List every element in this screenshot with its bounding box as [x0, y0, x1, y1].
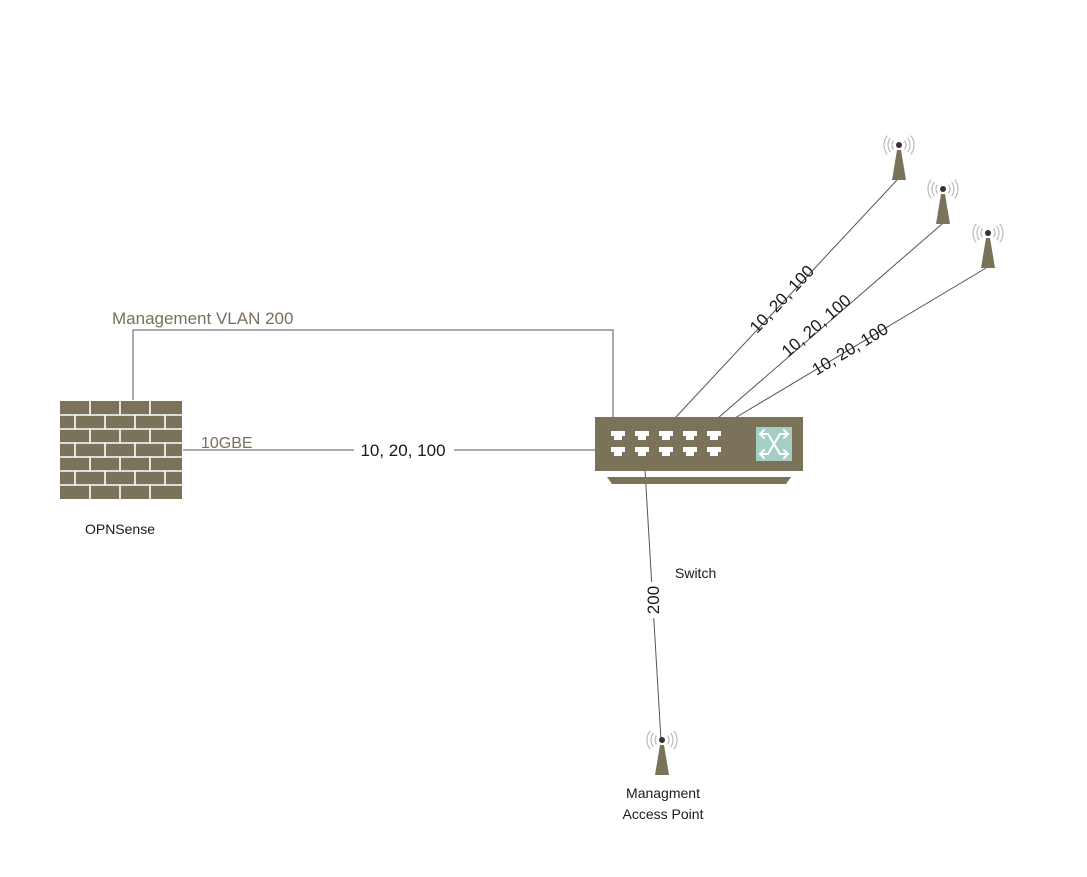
switch-icon[interactable] [595, 417, 803, 484]
mgmt-vlan-label-group: 200 [644, 582, 664, 618]
switch-port-icon [683, 431, 697, 440]
firewall-icon[interactable] [60, 401, 182, 499]
mgmt-ap-label-line2: Access Point [623, 806, 704, 822]
switch-port-icon [659, 431, 673, 440]
access-point-3-icon[interactable] [972, 223, 1004, 268]
mgmt-ap-vlan-label: 200 [644, 586, 663, 614]
mgmt-ap-label-line1: Managment [626, 785, 700, 801]
switch-name-label: Switch [675, 565, 716, 581]
switch-port-icon [635, 431, 649, 440]
management-vlan-line [132, 329, 614, 418]
management-access-point-icon[interactable] [646, 730, 678, 775]
switch-port-icon [707, 431, 721, 440]
access-point-2-icon[interactable] [927, 179, 959, 224]
switch-port-icon [611, 447, 625, 456]
ap1-line [674, 179, 898, 419]
access-point-1-icon[interactable] [883, 135, 915, 180]
ap2-line [717, 223, 943, 419]
management-vlan-label: Management VLAN 200 [112, 309, 293, 328]
switch-arrows-icon [756, 427, 792, 461]
trunk-vlans-label: 10, 20, 100 [360, 441, 445, 460]
ap3-line [734, 267, 987, 419]
trunk-label-group: 10, 20, 100 [354, 438, 454, 460]
connection-lines [132, 179, 987, 741]
switch-port-icon [707, 447, 721, 456]
switch-port-icon [683, 447, 697, 456]
firewall-name-label: OPNSense [85, 521, 155, 537]
switch-port-icon [611, 431, 625, 440]
switch-port-icon [659, 447, 673, 456]
uplink-type-label: 10GBE [201, 435, 253, 452]
access-points [646, 135, 1004, 775]
switch-port-icon [635, 447, 649, 456]
